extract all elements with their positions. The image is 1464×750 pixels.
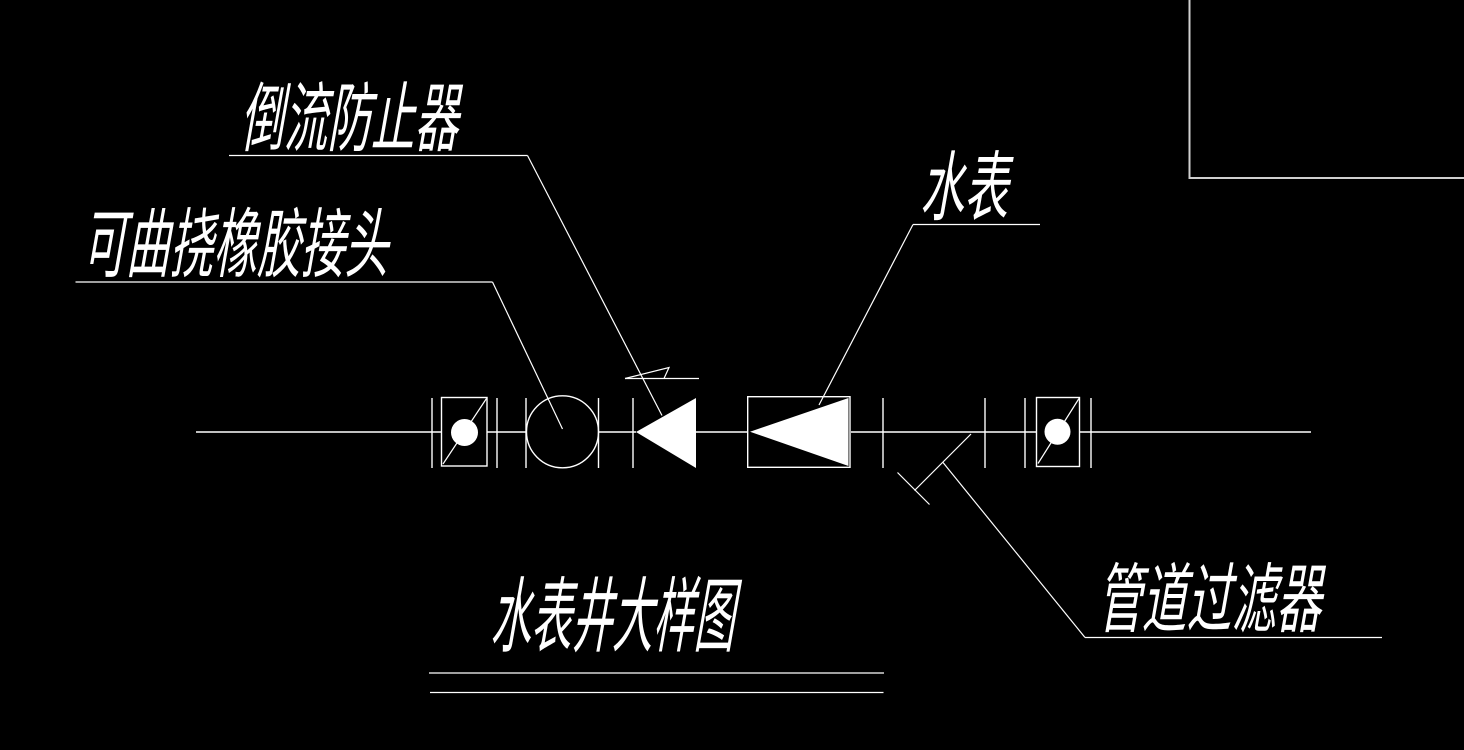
backflow-preventer-symbol bbox=[624, 366, 699, 468]
waterproof-sleeve-right-symbol bbox=[1035, 396, 1081, 468]
pipe-tick-marks bbox=[431, 398, 1092, 468]
label-water-meter: 水表 bbox=[917, 145, 1021, 233]
pipe-strainer-symbol bbox=[897, 433, 972, 505]
label-flexible-rubber-joint-text: 可曲挠橡胶接头 bbox=[79, 202, 401, 290]
flexible-rubber-joint-symbol bbox=[525, 395, 600, 469]
label-pipe-strainer: 管道过滤器 bbox=[1094, 557, 1334, 645]
drawing-title: 水表井大样图 bbox=[487, 570, 748, 665]
backflow-preventer-leader bbox=[229, 154, 663, 416]
drawing-title-text: 水表井大样图 bbox=[487, 570, 748, 665]
flexible-rubber-joint-leader bbox=[75, 281, 564, 430]
label-backflow-preventer: 倒流防止器 bbox=[237, 76, 471, 164]
drawing-frame-corner bbox=[1188, 0, 1464, 179]
label-water-meter-text: 水表 bbox=[917, 145, 1021, 233]
water-meter-symbol bbox=[747, 396, 851, 469]
label-pipe-strainer-text: 管道过滤器 bbox=[1094, 557, 1334, 645]
label-backflow-preventer-text: 倒流防止器 bbox=[237, 76, 471, 164]
waterproof-sleeve-left-symbol bbox=[440, 396, 488, 467]
drawing-title-underline bbox=[429, 672, 884, 694]
label-flexible-rubber-joint: 可曲挠橡胶接头 bbox=[79, 202, 401, 290]
pipe-strainer-leader bbox=[942, 462, 1382, 639]
water-meter-leader bbox=[818, 223, 1040, 406]
